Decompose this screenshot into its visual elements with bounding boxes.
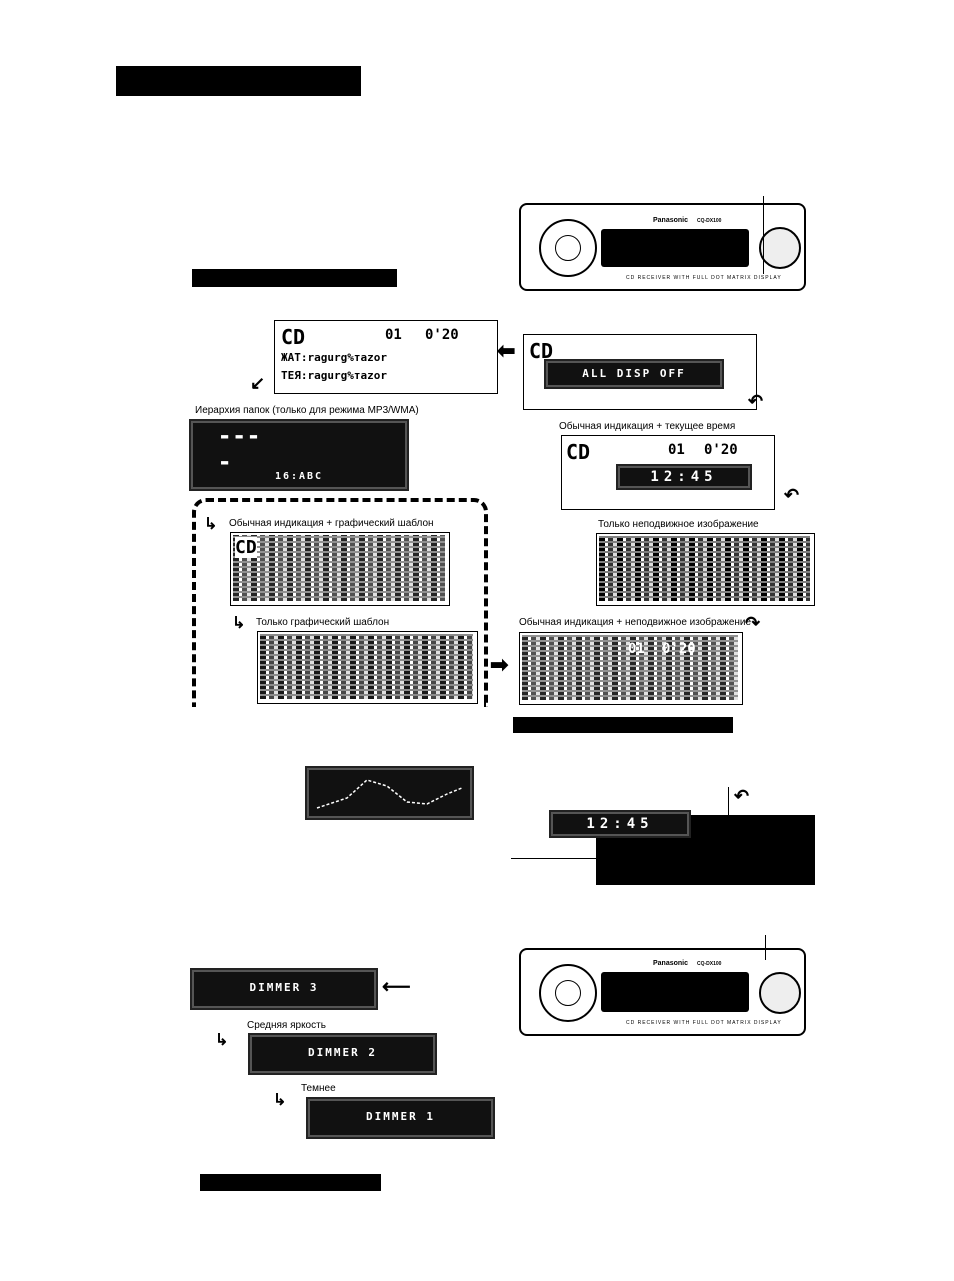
clock-box: 12:45 bbox=[616, 464, 752, 490]
left-arrow-icon: ⟵ bbox=[382, 976, 411, 998]
display-time: 0'20 bbox=[662, 641, 696, 657]
radio-tagline: CD RECEIVER WITH FULL DOT MATRIX DISPLAY bbox=[626, 275, 782, 281]
display-track: 01 bbox=[628, 641, 645, 657]
curved-arrow-icon: ↙ bbox=[250, 372, 265, 394]
display-dimmer-1: DIMMER 1 bbox=[306, 1097, 495, 1139]
display-dimmer-3: DIMMER 3 bbox=[190, 968, 378, 1010]
curved-arrow-icon: ↷ bbox=[745, 612, 760, 634]
pointer-line-top bbox=[763, 196, 764, 274]
display-tag-2: ТЕЯ:ragurg%таzor bbox=[281, 369, 387, 382]
all-disp-off-box: ALL DISP OFF bbox=[544, 359, 724, 389]
radio-screen bbox=[601, 972, 749, 1012]
caption-normal-still: Обычная индикация + неподвижное изображе… bbox=[519, 617, 751, 629]
curved-arrow-icon: ↶ bbox=[784, 484, 799, 506]
clock-text: 12:45 bbox=[618, 469, 750, 485]
display-still-only bbox=[596, 533, 815, 606]
clock-text: 12:45 bbox=[551, 816, 689, 832]
bracket-vertical bbox=[728, 787, 729, 858]
folder-icon: ▬ bbox=[221, 455, 228, 469]
display-graphic-only bbox=[257, 631, 478, 704]
section-bar-display bbox=[192, 269, 397, 287]
display-folder-hierarchy: ▬ ▬ ▬ ▬ 16:ABC bbox=[189, 419, 409, 491]
caption-normal-graphic: Обычная индикация + графический шаблон bbox=[229, 518, 434, 530]
waveform-line bbox=[317, 780, 462, 808]
bracket-horizontal bbox=[511, 858, 729, 859]
dimmer-2-text: DIMMER 2 bbox=[250, 1046, 435, 1059]
model-label: CQ-DX100 bbox=[697, 218, 721, 224]
curved-arrow-icon: ↳ bbox=[273, 1090, 286, 1112]
knob-center bbox=[555, 235, 581, 261]
display-mode: CD bbox=[235, 537, 257, 558]
display-mode: CD bbox=[281, 325, 305, 349]
caption-still-only: Только неподвижное изображение bbox=[598, 519, 759, 531]
display-all-off: CD ALL DISP OFF bbox=[523, 334, 757, 410]
curved-arrow-icon: ↳ bbox=[204, 514, 217, 536]
display-normal-graphic: CD bbox=[230, 532, 450, 606]
curved-arrow-icon: ↳ bbox=[215, 1030, 228, 1052]
navigation-ring[interactable] bbox=[759, 227, 801, 269]
navigation-ring[interactable] bbox=[759, 972, 801, 1014]
dimmer-1-text: DIMMER 1 bbox=[308, 1110, 493, 1123]
caption-graphic-only: Только графический шаблон bbox=[256, 617, 389, 629]
caption-darker: Темнее bbox=[301, 1083, 336, 1095]
section-bar-still bbox=[513, 717, 733, 733]
display-waveform bbox=[305, 766, 474, 820]
curved-arrow-icon: ↳ bbox=[232, 613, 245, 635]
display-track: 01 bbox=[385, 327, 402, 343]
right-arrow-icon: ➡ bbox=[490, 654, 508, 676]
pointer-line-bottom bbox=[765, 935, 766, 960]
still-image bbox=[599, 536, 810, 601]
dimmer-3-text: DIMMER 3 bbox=[192, 981, 376, 994]
all-disp-off-text: ALL DISP OFF bbox=[546, 367, 722, 380]
model-label: CQ-DX100 bbox=[697, 961, 721, 967]
radio-tagline: CD RECEIVER WITH FULL DOT MATRIX DISPLAY bbox=[626, 1020, 782, 1026]
display-clock-only: 12:45 bbox=[549, 810, 691, 838]
brand-logo: Panasonic bbox=[653, 960, 688, 967]
header-bar bbox=[116, 66, 361, 96]
graphic-pattern-image bbox=[260, 634, 473, 699]
display-time: 0'20 bbox=[704, 442, 738, 458]
display-tag-info: CD 01 0'20 ЖАТ:ragurg%таzor ТЕЯ:ragurg%т… bbox=[274, 320, 498, 394]
folder-icon: ▬ ▬ ▬ bbox=[221, 429, 257, 443]
display-dimmer-2: DIMMER 2 bbox=[248, 1033, 437, 1075]
waveform-graphic bbox=[307, 768, 472, 818]
caption-folder-hierarchy: Иерархия папок (только для режима MP3/WM… bbox=[195, 405, 419, 417]
radio-unit-bottom: Panasonic CQ-DX100 CD RECEIVER WITH FULL… bbox=[519, 948, 806, 1036]
display-normal-time: CD 01 0'20 12:45 bbox=[561, 435, 775, 510]
curved-arrow-icon: ↶ bbox=[748, 390, 763, 412]
display-mode: CD bbox=[566, 440, 590, 464]
knob-center bbox=[555, 980, 581, 1006]
brand-logo: Panasonic bbox=[653, 217, 688, 224]
radio-screen bbox=[601, 229, 749, 267]
display-time: 0'20 bbox=[425, 327, 459, 343]
display-track: 01 bbox=[668, 442, 685, 458]
section-bar-footer bbox=[200, 1174, 381, 1191]
left-arrow-icon: ⬅ bbox=[497, 340, 515, 362]
display-tag-1: ЖАТ:ragurg%таzor bbox=[281, 351, 387, 364]
caption-medium-brightness: Средняя яркость bbox=[247, 1020, 326, 1032]
display-normal-still: 01 0'20 bbox=[519, 632, 743, 705]
caption-normal-time: Обычная индикация + текущее время bbox=[559, 421, 735, 433]
folder-code: 16:ABC bbox=[191, 471, 407, 482]
curved-arrow-icon: ↶ bbox=[734, 785, 749, 807]
graphic-pattern-image bbox=[233, 535, 445, 601]
